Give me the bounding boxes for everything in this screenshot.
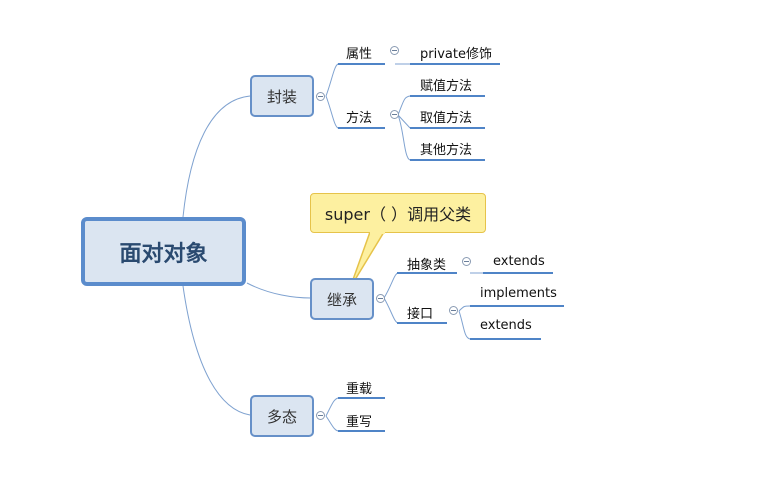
topic-encapsulation[interactable]: 封装 [250, 75, 314, 117]
collapse-icon[interactable] [462, 257, 471, 266]
root-label: 面对对象 [119, 241, 208, 267]
connector-encap-method [325, 95, 339, 129]
topic-label: 封装 [266, 87, 297, 106]
collapse-icon[interactable] [390, 46, 399, 55]
collapse-icon[interactable] [449, 306, 458, 315]
subtopic-implements[interactable]: implements [480, 286, 557, 301]
connector-root-encapsulation [182, 95, 251, 218]
subtopic-private-modifier[interactable]: private修饰 [420, 47, 492, 62]
topic-underlines [338, 63, 564, 432]
topic-label: 继承 [326, 290, 357, 309]
subtopic-interface[interactable]: 接口 [407, 307, 434, 322]
subtopic-overload[interactable]: 重载 [346, 382, 373, 397]
connector-root-inheritance [246, 282, 312, 299]
callout-text: super（ ）调用父类 [324, 205, 472, 224]
subtopic-override[interactable]: 重写 [346, 415, 373, 430]
connector-interface-items [458, 305, 471, 340]
subtopic-attribute[interactable]: 属性 [346, 47, 373, 62]
connector-encap-attr [325, 63, 339, 97]
subtopic-abstract-class[interactable]: 抽象类 [407, 258, 447, 273]
subtopic-method[interactable]: 方法 [346, 111, 373, 126]
subtopic-abstract-extends[interactable]: extends [493, 254, 545, 269]
connector-method-items [397, 95, 411, 161]
callout-note[interactable]: super（ ）调用父类 [310, 193, 486, 233]
topic-polymorphism[interactable]: 多态 [250, 395, 314, 437]
connector-poly-items [325, 397, 339, 432]
collapse-icon[interactable] [316, 411, 325, 420]
topic-label: 多态 [266, 407, 297, 426]
collapse-icon[interactable] [316, 92, 325, 101]
collapse-icon[interactable] [376, 294, 385, 303]
subtopic-other-method[interactable]: 其他方法 [420, 143, 473, 158]
topic-inheritance[interactable]: 继承 [310, 278, 374, 320]
subtopic-setter-method[interactable]: 赋值方法 [420, 79, 473, 94]
callout-seam [370, 230, 385, 234]
collapse-icon[interactable] [390, 110, 399, 119]
subtopic-interface-extends[interactable]: extends [480, 318, 532, 333]
connector-root-polymorphism [182, 285, 251, 416]
root-topic[interactable]: 面对对象 [81, 217, 246, 286]
subtopic-getter-method[interactable]: 取值方法 [420, 111, 473, 126]
connector-inherit-branches [383, 272, 399, 324]
